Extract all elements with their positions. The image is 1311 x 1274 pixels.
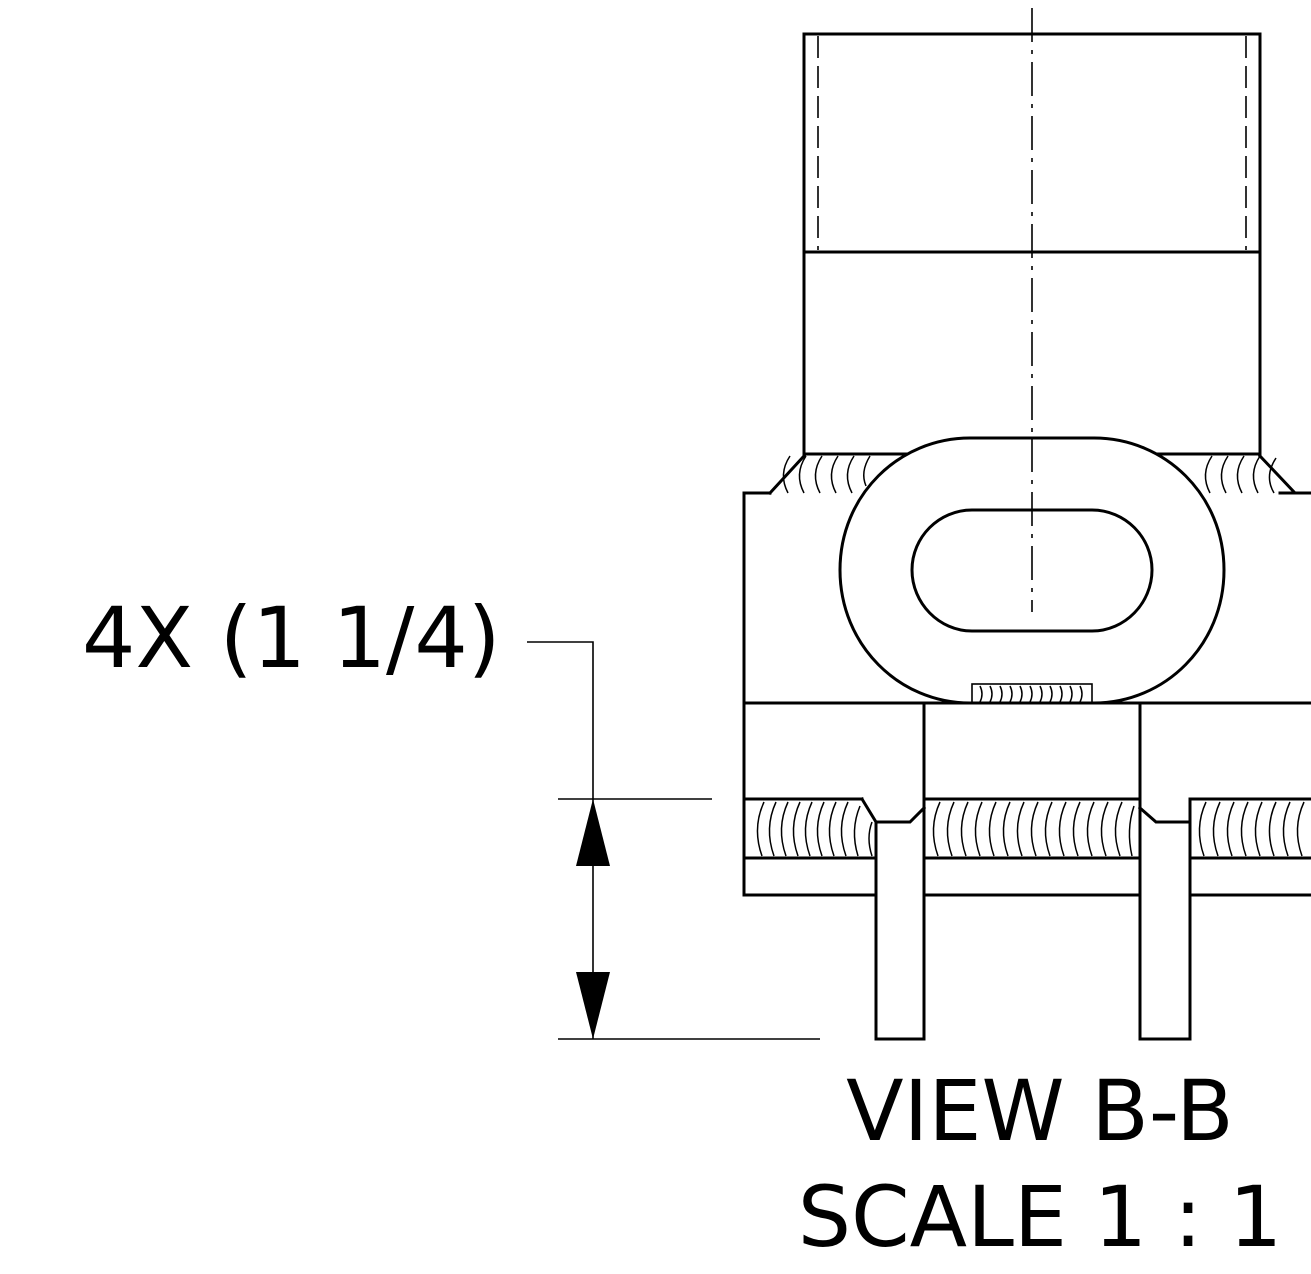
dimension-height (527, 641, 820, 1040)
view-title: VIEW B-B (846, 1062, 1234, 1160)
arrowhead-up (576, 799, 610, 866)
eye-weld (971, 683, 1093, 704)
upper-weld-left (767, 453, 871, 496)
dimension-label: 4X (1 1/4) (82, 589, 501, 687)
leg-left (859, 701, 927, 1041)
view-scale: SCALE 1 : 1 (798, 1168, 1283, 1266)
upper-weld-right (1204, 453, 1311, 495)
arrowhead-down (576, 972, 610, 1039)
lower-weld-left (756, 801, 873, 857)
lifting-eye (838, 436, 1226, 705)
lower-weld-right (1198, 801, 1305, 857)
lower-weld-center (932, 801, 1135, 857)
base-block (742, 491, 1311, 897)
leg-right (1137, 701, 1192, 1041)
